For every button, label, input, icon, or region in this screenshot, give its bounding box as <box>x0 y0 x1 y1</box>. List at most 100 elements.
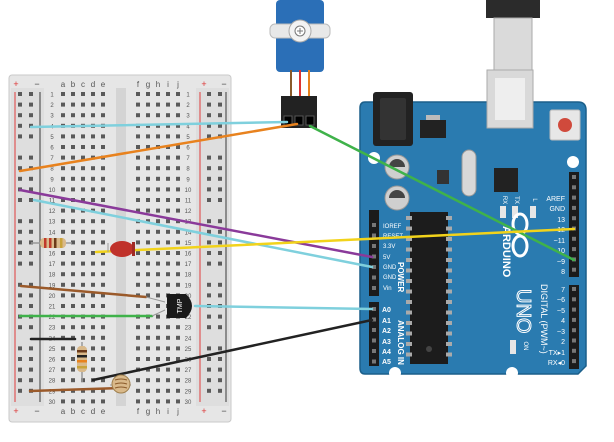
breadboard-hole[interactable] <box>71 272 75 277</box>
breadboard-hole[interactable] <box>101 187 105 192</box>
rail-hole[interactable] <box>207 219 211 224</box>
breadboard-hole[interactable] <box>91 325 95 330</box>
wire-yellow-led[interactable] <box>94 227 576 254</box>
rail-hole[interactable] <box>29 346 33 351</box>
breadboard-hole[interactable] <box>136 198 140 202</box>
breadboard-hole[interactable] <box>71 92 75 96</box>
breadboard-hole[interactable] <box>146 155 150 160</box>
rail-hole[interactable] <box>207 229 211 234</box>
breadboard-hole[interactable] <box>156 229 160 234</box>
breadboard-hole[interactable] <box>81 272 85 277</box>
breadboard-hole[interactable] <box>61 346 65 351</box>
breadboard-hole[interactable] <box>176 388 180 393</box>
breadboard-hole[interactable] <box>136 229 140 234</box>
breadboard-hole[interactable] <box>146 145 150 149</box>
breadboard-hole[interactable] <box>91 367 95 372</box>
rail-hole[interactable] <box>29 219 33 224</box>
breadboard-hole[interactable] <box>156 102 160 107</box>
breadboard-hole[interactable] <box>91 134 95 139</box>
breadboard-hole[interactable] <box>136 102 140 107</box>
header-pin[interactable] <box>372 317 376 322</box>
breadboard-hole[interactable] <box>101 134 105 139</box>
rail-hole[interactable] <box>18 388 22 393</box>
rail-hole[interactable] <box>218 388 222 393</box>
rail-hole[interactable] <box>29 102 33 107</box>
rail-hole[interactable] <box>18 251 22 255</box>
breadboard-hole[interactable] <box>101 399 105 404</box>
rail-hole[interactable] <box>218 102 222 107</box>
breadboard-hole[interactable] <box>81 134 85 139</box>
header-pin[interactable] <box>572 247 576 252</box>
breadboard-hole[interactable] <box>71 229 75 234</box>
breadboard-hole[interactable] <box>166 92 170 96</box>
rail-hole[interactable] <box>29 134 33 139</box>
breadboard-hole[interactable] <box>91 176 95 181</box>
breadboard-hole[interactable] <box>176 145 180 149</box>
rail-hole[interactable] <box>29 304 33 308</box>
breadboard-hole[interactable] <box>176 208 180 213</box>
header-pin[interactable] <box>572 338 576 343</box>
rail-hole[interactable] <box>218 187 222 192</box>
rail-hole[interactable] <box>18 92 22 96</box>
breadboard-hole[interactable] <box>176 187 180 192</box>
breadboard-hole[interactable] <box>91 113 95 118</box>
breadboard-hole[interactable] <box>61 272 65 277</box>
rail-hole[interactable] <box>207 325 211 330</box>
breadboard-hole[interactable] <box>91 346 95 351</box>
breadboard-hole[interactable] <box>146 240 150 245</box>
header-pin[interactable] <box>372 307 376 311</box>
rail-hole[interactable] <box>29 251 33 255</box>
header-pin[interactable] <box>572 205 576 210</box>
rail-hole[interactable] <box>207 388 211 393</box>
rail-hole[interactable] <box>207 113 211 118</box>
breadboard-hole[interactable] <box>101 240 105 245</box>
breadboard-hole[interactable] <box>146 219 150 224</box>
rail-hole[interactable] <box>218 229 222 234</box>
breadboard-hole[interactable] <box>146 92 150 96</box>
rail-hole[interactable] <box>18 357 22 361</box>
breadboard-hole[interactable] <box>81 229 85 234</box>
rail-hole[interactable] <box>207 346 211 351</box>
breadboard-hole[interactable] <box>61 166 65 171</box>
breadboard-hole[interactable] <box>101 304 105 308</box>
breadboard-hole[interactable] <box>176 92 180 96</box>
rail-hole[interactable] <box>29 293 33 298</box>
header-pin[interactable] <box>572 328 576 333</box>
arduino-board[interactable]: TX RX L ON ARDUINO UNO DIGITAL (PWM~) PO… <box>359 69 587 379</box>
breadboard-hole[interactable] <box>146 399 150 404</box>
breadboard-hole[interactable] <box>61 293 65 298</box>
breadboard-hole[interactable] <box>91 166 95 171</box>
breadboard-hole[interactable] <box>61 92 65 96</box>
breadboard-hole[interactable] <box>156 251 160 255</box>
breadboard-hole[interactable] <box>156 187 160 192</box>
reset-button[interactable] <box>549 109 581 141</box>
breadboard-hole[interactable] <box>156 166 160 171</box>
breadboard-hole[interactable] <box>101 388 105 393</box>
breadboard-hole[interactable] <box>136 134 140 139</box>
breadboard-hole[interactable] <box>136 145 140 149</box>
rail-hole[interactable] <box>218 219 222 224</box>
rail-hole[interactable] <box>29 113 33 118</box>
header-pin[interactable] <box>372 349 376 353</box>
wire-cyan-gnd[interactable] <box>32 198 374 269</box>
breadboard-hole[interactable] <box>81 293 85 298</box>
breadboard-hole[interactable] <box>166 229 170 234</box>
breadboard-hole[interactable] <box>136 325 140 330</box>
breadboard-hole[interactable] <box>156 367 160 372</box>
breadboard-hole[interactable] <box>81 282 85 287</box>
breadboard-hole[interactable] <box>101 176 105 181</box>
rail-hole[interactable] <box>207 378 211 383</box>
breadboard-hole[interactable] <box>61 367 65 372</box>
header-pin[interactable] <box>372 244 376 248</box>
breadboard-hole[interactable] <box>166 198 170 202</box>
breadboard-hole[interactable] <box>91 229 95 234</box>
breadboard-hole[interactable] <box>61 357 65 361</box>
breadboard-hole[interactable] <box>91 272 95 277</box>
rail-hole[interactable] <box>18 229 22 234</box>
header-pin[interactable] <box>572 267 576 272</box>
breadboard-hole[interactable] <box>91 335 95 340</box>
breadboard-hole[interactable] <box>101 335 105 340</box>
breadboard-hole[interactable] <box>71 240 75 245</box>
rail-hole[interactable] <box>18 293 22 298</box>
breadboard-hole[interactable] <box>61 102 65 107</box>
